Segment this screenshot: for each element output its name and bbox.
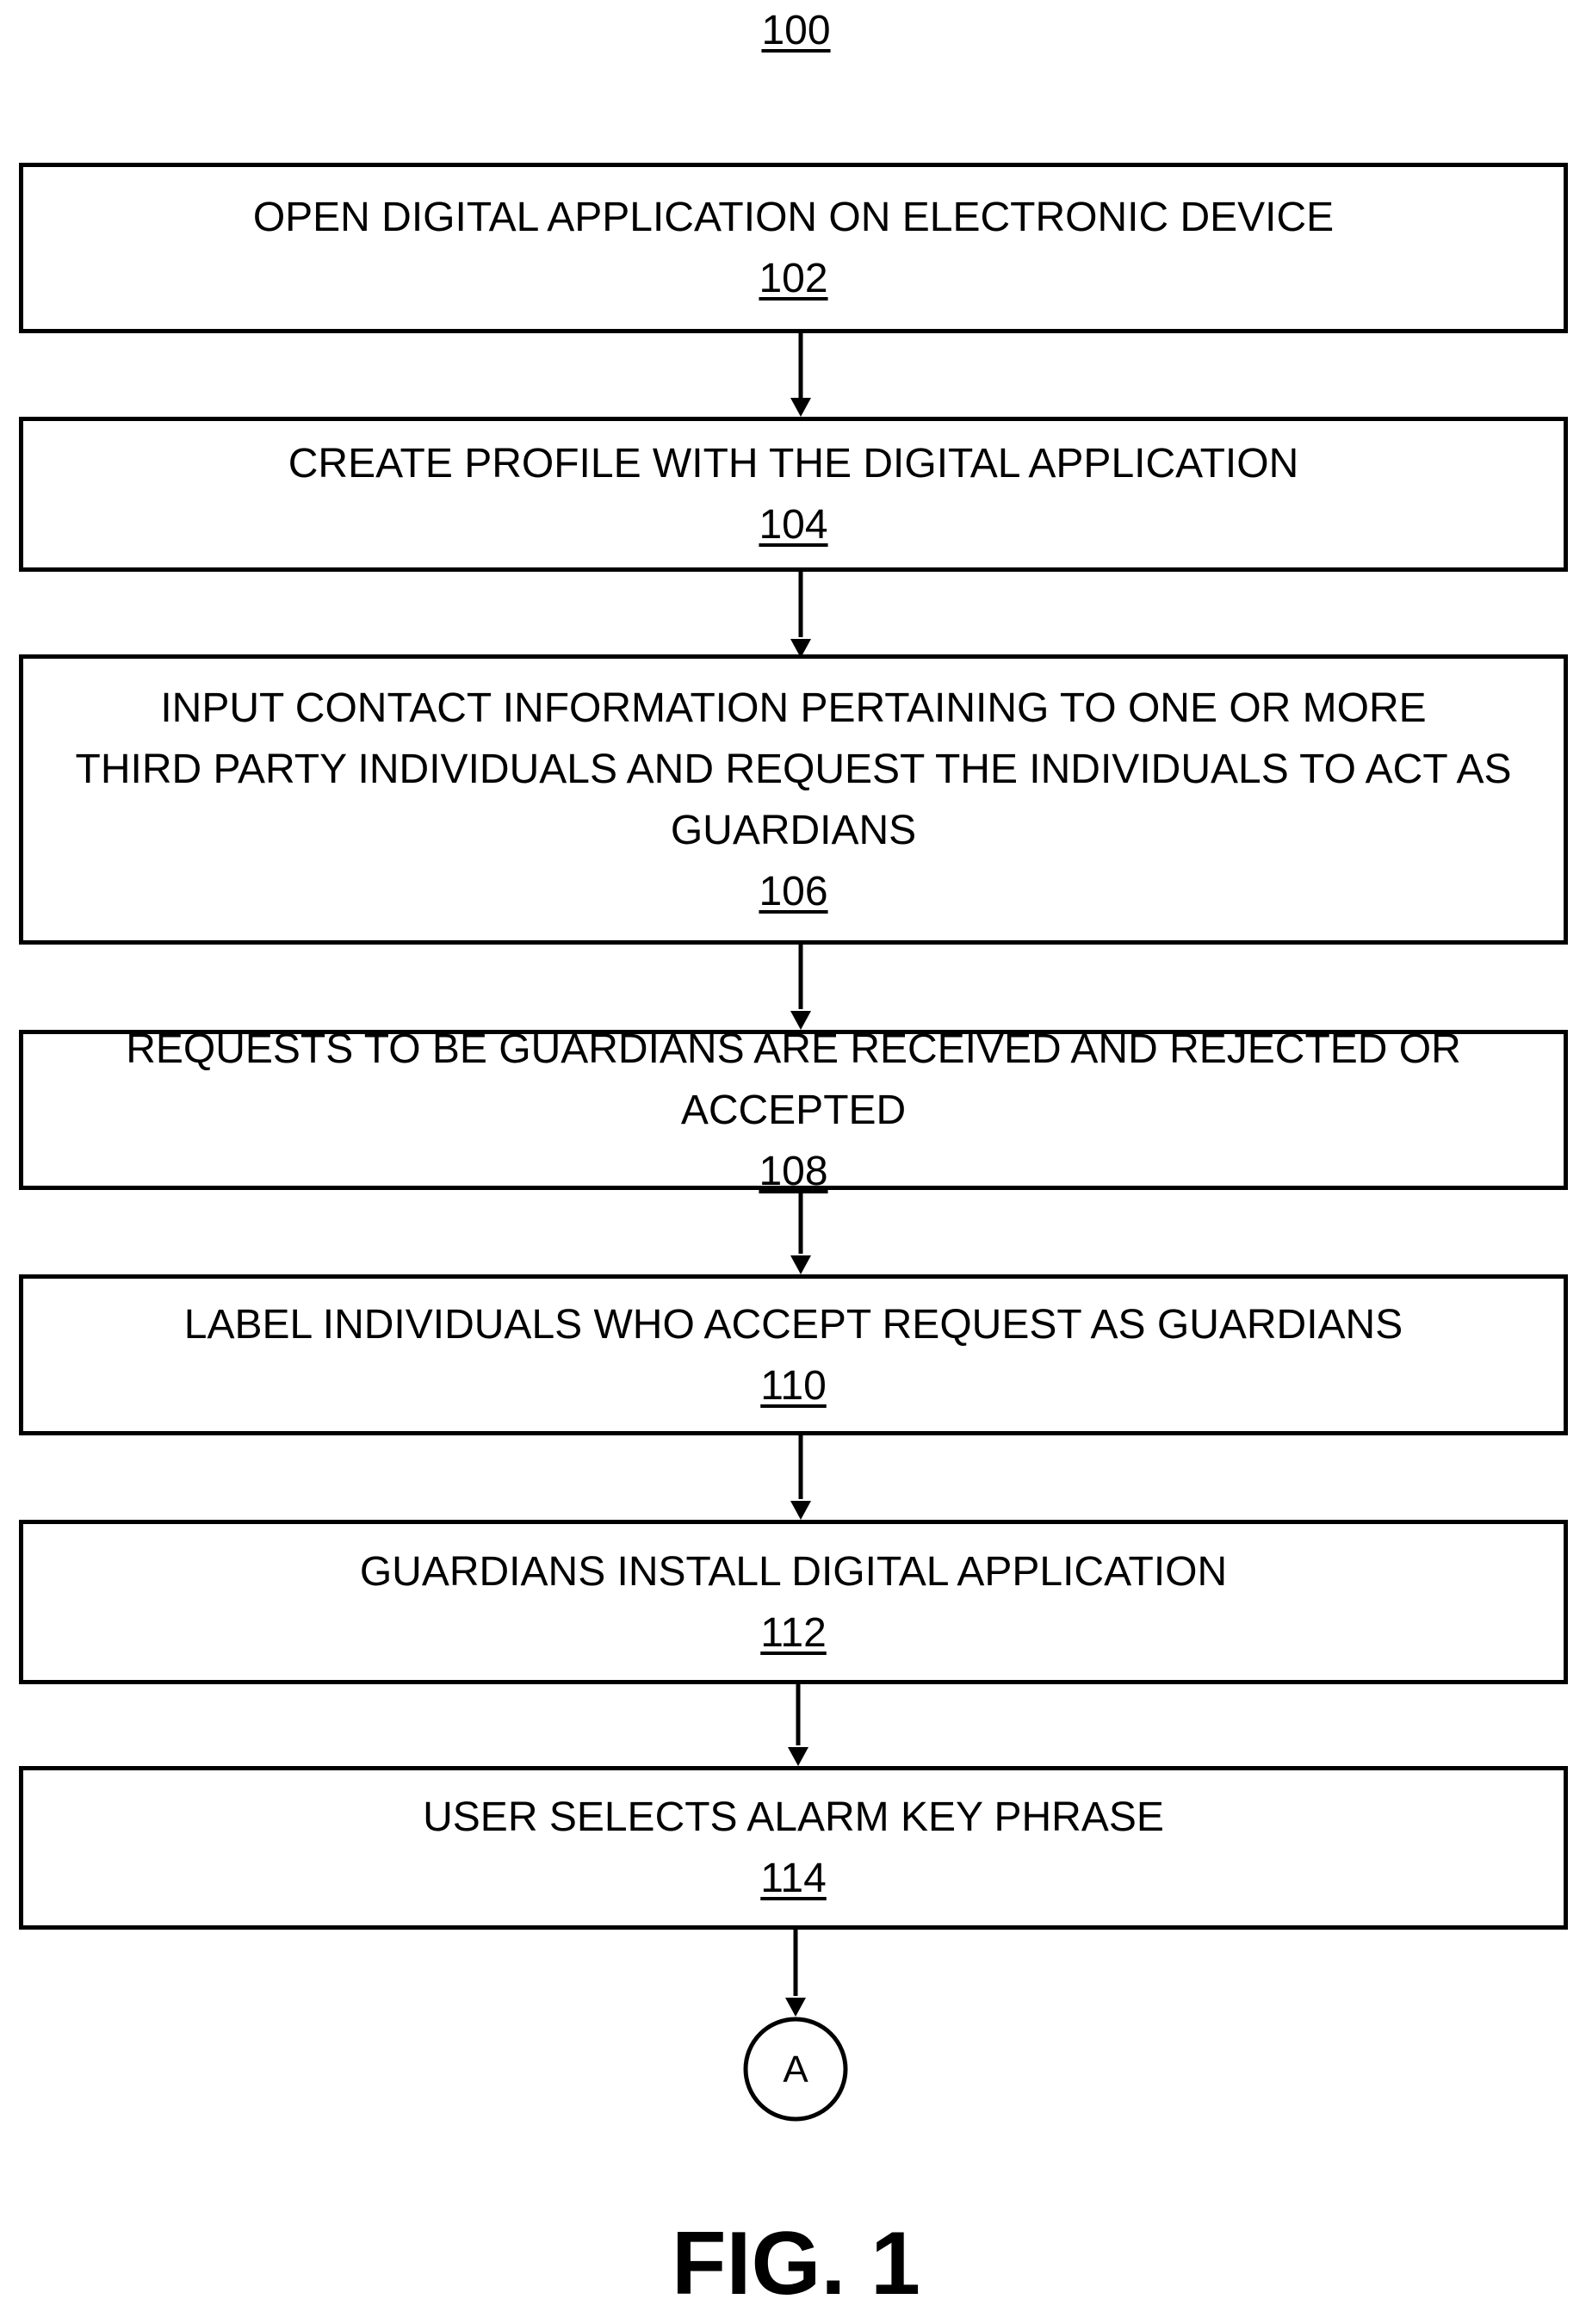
arrow-112-to-114 xyxy=(788,1684,808,1766)
step-reference-number: 104 xyxy=(759,494,827,555)
step-reference-number: 110 xyxy=(760,1355,827,1416)
step-reference-number: 106 xyxy=(759,861,827,922)
step-text: OPEN DIGITAL APPLICATION ON ELECTRONIC D… xyxy=(253,187,1334,248)
step-reference-number: 108 xyxy=(759,1141,827,1202)
step-box-102: OPEN DIGITAL APPLICATION ON ELECTRONIC D… xyxy=(19,163,1568,333)
step-box-106: INPUT CONTACT INFORMATION PERTAINING TO … xyxy=(19,654,1568,945)
arrow-104-to-106 xyxy=(790,572,811,658)
step-text: INPUT CONTACT INFORMATION PERTAINING TO … xyxy=(76,678,1512,861)
figure-label: FIG. 1 xyxy=(0,2213,1592,2315)
step-text: USER SELECTS ALARM KEY PHRASE xyxy=(423,1787,1164,1848)
arrow-110-to-112 xyxy=(790,1435,811,1520)
arrow-102-to-104 xyxy=(790,333,811,417)
step-box-104: CREATE PROFILE WITH THE DIGITAL APPLICAT… xyxy=(19,417,1568,572)
step-box-112: GUARDIANS INSTALL DIGITAL APPLICATION 11… xyxy=(19,1520,1568,1684)
step-box-114: USER SELECTS ALARM KEY PHRASE 114 xyxy=(19,1766,1568,1930)
arrow-106-to-108 xyxy=(790,945,811,1030)
step-box-110: LABEL INDIVIDUALS WHO ACCEPT REQUEST AS … xyxy=(19,1274,1568,1435)
step-box-108: REQUESTS TO BE GUARDIANS ARE RECEIVED AN… xyxy=(19,1030,1568,1190)
arrow-114-to-connector xyxy=(785,1930,806,2017)
step-text: LABEL INDIVIDUALS WHO ACCEPT REQUEST AS … xyxy=(184,1294,1403,1355)
off-page-connector-label: A xyxy=(754,2029,837,2111)
step-reference-number: 112 xyxy=(760,1602,827,1664)
step-text: GUARDIANS INSTALL DIGITAL APPLICATION xyxy=(360,1541,1227,1602)
step-reference-number: 114 xyxy=(760,1848,827,1909)
step-text: REQUESTS TO BE GUARDIANS ARE RECEIVED AN… xyxy=(32,1019,1556,1141)
arrow-108-to-110 xyxy=(790,1190,811,1274)
step-text: CREATE PROFILE WITH THE DIGITAL APPLICAT… xyxy=(288,433,1299,494)
step-reference-number: 102 xyxy=(759,248,827,309)
